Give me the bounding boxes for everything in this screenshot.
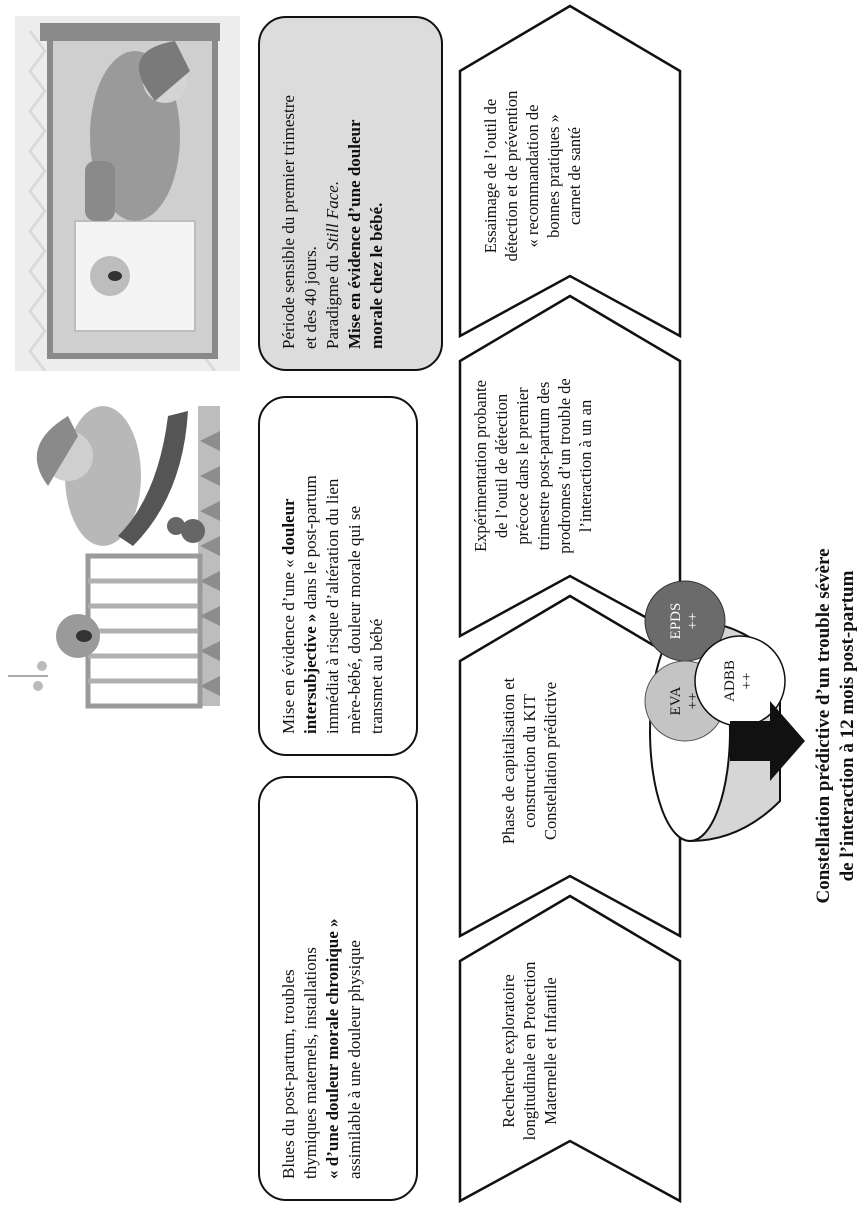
box3-line2: et des 40 jours. — [301, 246, 320, 349]
box-periode-sensible: Période sensible du premier trimestre et… — [258, 16, 443, 371]
adbb-mark: ++ — [739, 672, 755, 690]
chev3-line3: précoce dans le premier — [513, 387, 532, 545]
box3-line3b: Still Face. — [323, 180, 342, 251]
chev2-line2: construction du KIT — [520, 694, 539, 828]
box-douleur-intersubjective: Mise en évidence d’une « douleur intersu… — [258, 396, 418, 756]
chevron1-text: Recherche exploratoire longitudinale en … — [498, 951, 561, 1151]
chev4-line3: « recommandation de — [523, 104, 542, 248]
chev4-line1: Essaimage de l’outil de — [481, 98, 500, 254]
chevron-4 — [458, 4, 682, 339]
chevron3-text: Expérimentation probante de l’outil de d… — [470, 351, 596, 581]
chevron2-text: Phase de capitalisation et construction … — [498, 651, 561, 871]
chev4-line5: carnet de santé — [565, 126, 584, 226]
illustration-bed-scene — [15, 16, 240, 371]
box2-line3: immédiat à risque d’altération du lien — [323, 478, 342, 734]
eva-text: EVA — [668, 686, 684, 716]
chev2-line1: Phase de capitalisation et — [499, 677, 518, 845]
chevron-1 — [458, 894, 682, 1204]
adbb-label: ADBB ++ — [722, 656, 756, 706]
box3-line5: morale chez le bébé. — [367, 202, 386, 349]
epds-label: EPDS ++ — [668, 596, 702, 646]
box2-line2b: dans le post-partum — [301, 475, 320, 614]
epds-mark: ++ — [685, 612, 701, 630]
chevron4-text: Essaimage de l’outil de détection et de … — [480, 66, 585, 286]
chevron-3 — [458, 294, 682, 639]
eva-label: EVA ++ — [668, 676, 702, 726]
chev3-line5: prodromes d’un trouble de — [555, 378, 574, 554]
box3-line1: Période sensible du premier trimestre — [279, 95, 298, 349]
adbb-text: ADBB — [722, 660, 738, 702]
chev3-line6: l’interaction à un an — [576, 399, 595, 533]
box3-line4: Mise en évidence d’une douleur — [345, 119, 364, 350]
box2-line5: transmet au bébé — [367, 618, 386, 734]
box1-line1: Blues du post-partum, troubles — [279, 969, 298, 1179]
box-blues-postpartum: Blues du post-partum, troubles thymiques… — [258, 776, 418, 1201]
chev4-line4: bonnes pratiques » — [544, 114, 563, 238]
conclusion-title: Constellation prédictive d’un trouble sé… — [812, 511, 860, 941]
chev1-line3: Maternelle et Infantile — [541, 977, 560, 1125]
chev2-line3: Constellation prédictive — [541, 681, 560, 841]
chev3-line4: trimestre post-partum des — [534, 381, 553, 551]
eva-mark: ++ — [685, 692, 701, 710]
box3-line3a: Paradigme du — [323, 250, 342, 349]
epds-text: EPDS — [668, 602, 684, 640]
chev3-line1: Expérimentation probante — [471, 380, 490, 552]
funnel-circles — [644, 580, 805, 781]
box2-line1b: douleur — [279, 498, 298, 556]
chev4-line2: détection et de prévention — [502, 90, 521, 262]
box1-line2: thymiques maternels, installations — [301, 947, 320, 1179]
chevron-arrows — [458, 4, 781, 1204]
illustration-crib-scene — [8, 396, 238, 716]
box2-line2a: intersubjective » — [301, 613, 320, 734]
chev1-line2: longitudinale en Protection — [520, 961, 539, 1141]
conclusion-line1: Constellation prédictive d’un trouble sé… — [813, 548, 834, 904]
chev3-line2: de l’outil de détection — [492, 393, 511, 539]
funnel-arrow — [730, 701, 805, 781]
box2-line1a: Mise en évidence d’une « — [279, 555, 298, 734]
box1-line4: assimilable à une douleur physique — [345, 940, 364, 1179]
chev1-line1: Recherche exploratoire — [499, 974, 518, 1128]
box1-line3: « d’une douleur morale chronique » — [323, 918, 342, 1179]
box2-line4: mère-bébé, douleur morale qui se — [345, 506, 364, 734]
conclusion-line2: de l’interaction à 12 mois post-partum — [837, 570, 858, 882]
